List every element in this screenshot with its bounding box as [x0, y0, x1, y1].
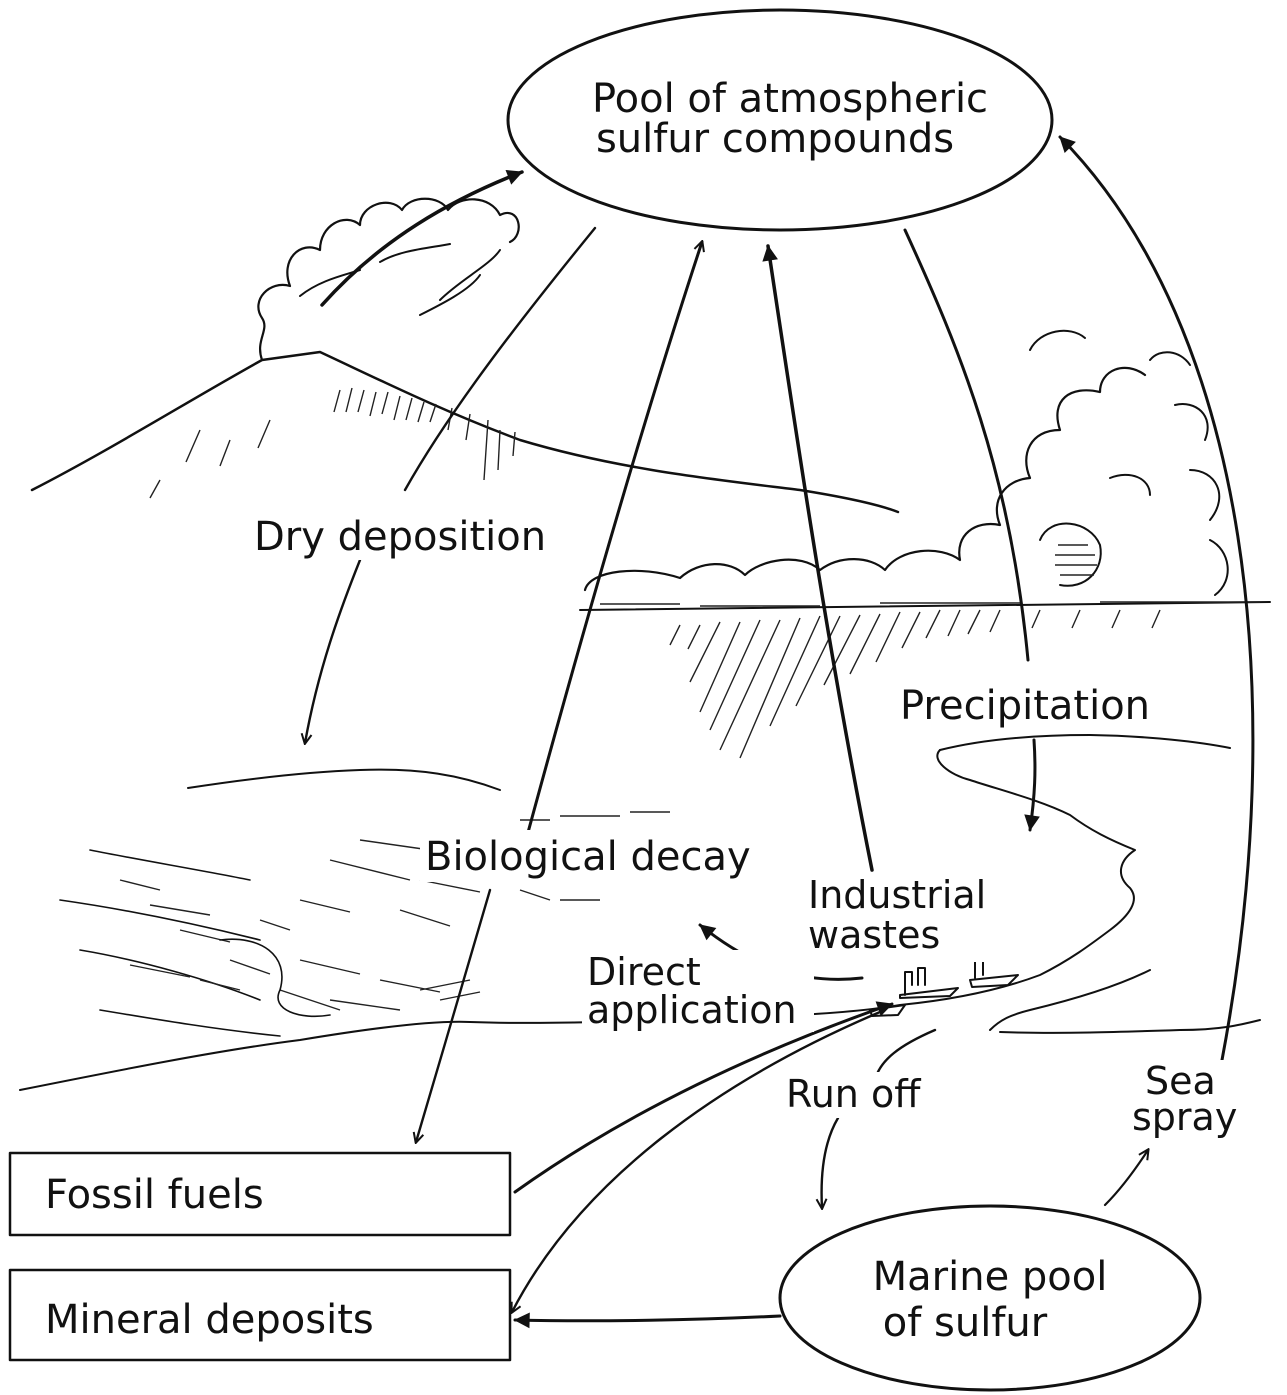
volcano-plume [258, 199, 518, 360]
arrow-precipitation-down [905, 230, 1028, 660]
arrow-industrial-wastes-up [768, 246, 872, 870]
marine-pool-line1: Marine pool [873, 1254, 1108, 1300]
industrial-wastes-line2: wastes [808, 913, 940, 957]
arrow-sea-spray-lower [1105, 1150, 1148, 1205]
atmospheric-pool-node: Pool of atmospheric sulfur compounds [508, 10, 1052, 230]
fossil-fuels-node: Fossil fuels [10, 1153, 510, 1235]
sea-spray-line2: spray [1132, 1095, 1237, 1139]
storm-cloud [580, 331, 1270, 610]
arrow-dry-deposition [305, 228, 595, 743]
arrow-run-off-lower [822, 1118, 838, 1208]
fossil-fuels-label: Fossil fuels [45, 1172, 264, 1218]
precipitation-label: Precipitation [900, 683, 1150, 729]
arrow-volcano-to-atmosphere [322, 172, 522, 305]
atmospheric-pool-line2: sulfur compounds [596, 116, 954, 162]
process-labels: Dry deposition Precipitation Biological … [250, 508, 1255, 1140]
industrial-wastes-line1: Industrial [808, 873, 986, 917]
coastline-and-land [20, 735, 1260, 1090]
volcano-mountain [32, 352, 898, 512]
arrow-decay-to-fossil-fuels [416, 890, 490, 1142]
direct-application-line2: application [587, 988, 797, 1032]
mineral-deposits-label: Mineral deposits [45, 1297, 374, 1343]
marine-pool-node: Marine pool of sulfur [780, 1206, 1200, 1390]
marine-pool-line2: of sulfur [883, 1300, 1048, 1346]
biological-decay-label: Biological decay [425, 834, 751, 880]
mineral-deposits-node: Mineral deposits [10, 1270, 510, 1360]
arrow-marine-to-mineral-deposits [515, 1316, 780, 1321]
dry-deposition-label: Dry deposition [254, 514, 546, 560]
run-off-label: Run off [786, 1072, 921, 1116]
arrow-precipitation-lower [1030, 740, 1035, 830]
arrow-sea-spray-up [1060, 137, 1253, 1060]
